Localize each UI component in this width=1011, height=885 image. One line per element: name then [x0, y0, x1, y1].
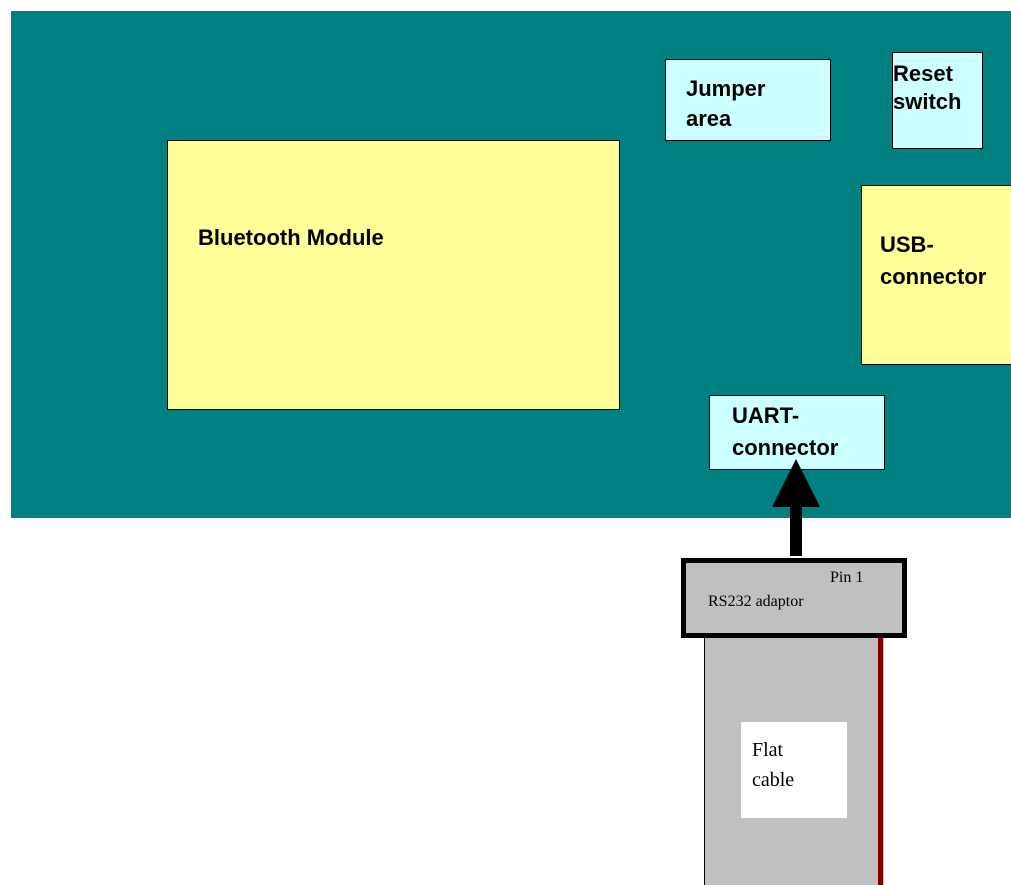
jumper-area: Jumper area: [665, 59, 831, 141]
circuit-board: Bluetooth Module Jumper area Reset switc…: [11, 11, 1011, 518]
flat-cable-label-box: Flat cable: [741, 722, 847, 818]
flat-cable-label: Flat cable: [752, 739, 795, 791]
cable-pin1-stripe: [878, 638, 883, 885]
bluetooth-module: Bluetooth Module: [167, 140, 620, 410]
reset-switch: Reset switch: [892, 52, 983, 149]
uart-connector: UART- connector: [709, 395, 885, 470]
jumper-area-label: Jumper area: [686, 76, 766, 131]
bluetooth-module-label: Bluetooth Module: [198, 225, 384, 250]
reset-switch-label: Reset switch: [893, 61, 962, 114]
usb-connector: USB- connector: [861, 185, 1011, 365]
rs232-adaptor: Pin 1 RS232 adaptor: [681, 558, 907, 638]
arrow-shaft: [790, 504, 802, 556]
rs232-adaptor-label: RS232 adaptor: [708, 593, 804, 610]
usb-connector-label: USB- connector: [880, 232, 987, 289]
pin1-label: Pin 1: [830, 569, 864, 586]
arrow-up-icon: [772, 459, 820, 507]
uart-connector-label: UART- connector: [732, 403, 839, 460]
